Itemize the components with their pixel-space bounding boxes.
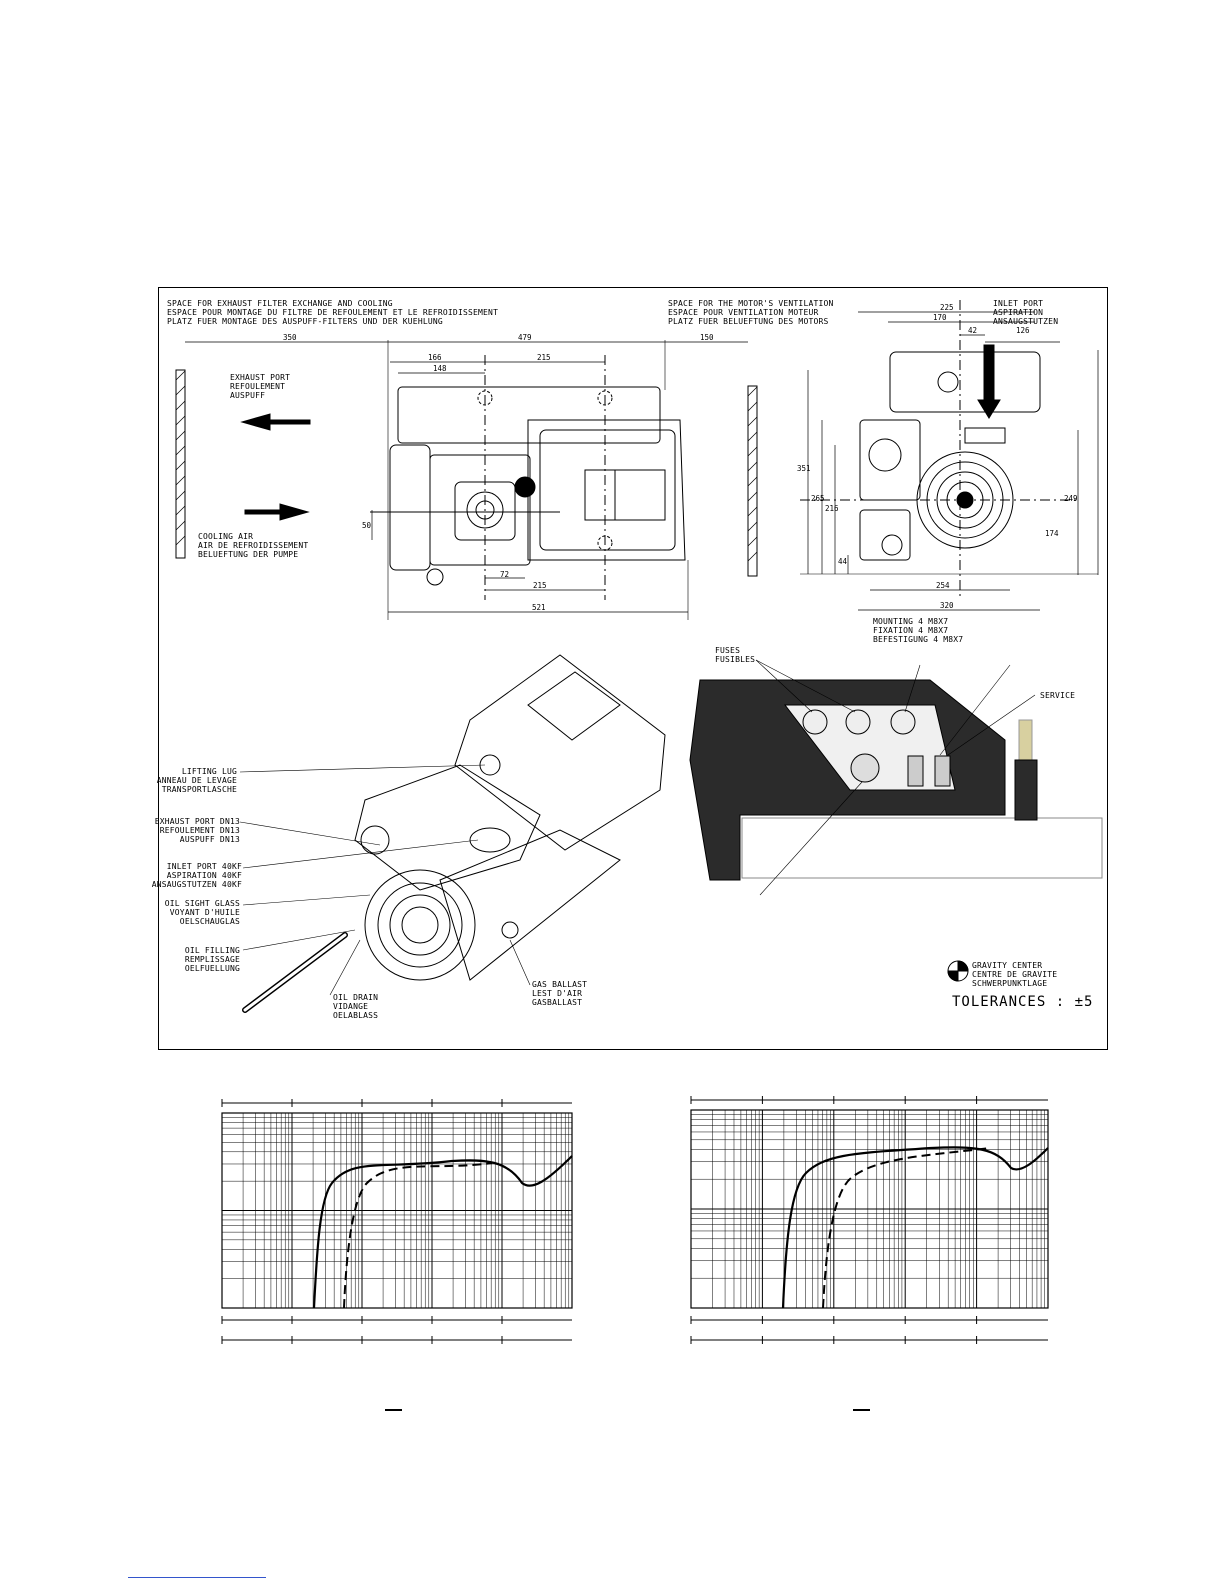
dim-265: 265	[811, 494, 825, 503]
dim-44: 44	[838, 557, 848, 566]
dim-126: 126	[1016, 326, 1030, 335]
dim-174: 174	[1045, 529, 1059, 538]
dim-216: 216	[825, 504, 839, 513]
dim-350: 350	[283, 333, 297, 342]
dim-50: 50	[362, 521, 372, 530]
dim-249: 249	[1064, 494, 1078, 503]
service-note: SERVICE	[1040, 691, 1076, 700]
solid-curve	[781, 1146, 1049, 1309]
top-housing	[397, 386, 661, 444]
dashed-curve	[822, 1147, 992, 1309]
dim-254: 254	[936, 581, 950, 590]
dim-351: 351	[797, 464, 811, 473]
dim-166: 166	[428, 353, 442, 362]
curve-chart-1	[221, 1099, 573, 1344]
iso-motor-box	[454, 654, 666, 851]
tolerances: TOLERANCES : ±5	[952, 994, 1094, 1010]
exhaust-space-note: SPACE FOR EXHAUST FILTER EXCHANGE AND CO…	[167, 299, 499, 326]
dim-320: 320	[940, 601, 954, 610]
dim-72: 72	[500, 570, 510, 579]
side-fan	[916, 451, 1014, 549]
drawing-frame	[158, 287, 1108, 1050]
dim-215b: 215	[533, 581, 547, 590]
inlet-arrow	[977, 344, 1001, 419]
dim-521: 521	[532, 603, 546, 612]
dim-148: 148	[433, 364, 447, 373]
dim-215a: 215	[537, 353, 551, 362]
dim-225: 225	[940, 303, 954, 312]
solid-curve	[312, 1155, 573, 1309]
right-wall	[747, 385, 758, 577]
exhaust-arrow	[240, 413, 311, 431]
motor-box	[527, 419, 686, 561]
dim-479: 479	[518, 333, 532, 342]
dim-170: 170	[933, 313, 947, 322]
curve-chart-2	[690, 1096, 1049, 1344]
dashed-curve	[343, 1162, 493, 1309]
cooling-arrow	[244, 503, 310, 521]
dim-42: 42	[968, 326, 978, 335]
left-wall	[175, 369, 186, 559]
side-top-housing	[889, 351, 1041, 413]
footer-link-line	[128, 1577, 266, 1578]
dim-150: 150	[700, 333, 714, 342]
